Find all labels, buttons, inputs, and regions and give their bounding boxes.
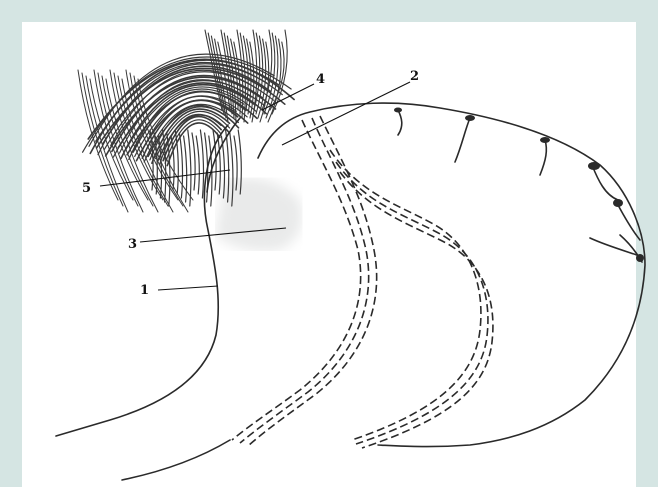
leader-1	[158, 286, 218, 290]
label-1: 1	[140, 283, 149, 298]
fiber-strand	[217, 133, 220, 194]
dashed-band-left	[232, 116, 377, 446]
vessel-nodes	[394, 108, 644, 263]
fiber-strand	[196, 136, 199, 194]
left-wall-line	[56, 125, 228, 436]
leader-2	[282, 82, 410, 145]
top-arc-line	[258, 103, 645, 447]
label-5: 5	[82, 181, 91, 196]
branch-2	[455, 118, 470, 162]
dashed-band-right	[330, 150, 493, 448]
branch-1	[398, 110, 402, 135]
fiber-strand	[184, 136, 187, 202]
fiber-strand	[192, 133, 195, 190]
label-2: 2	[410, 69, 419, 84]
fiber-strand	[179, 133, 182, 198]
bottom-inner-line	[122, 440, 230, 480]
branch-3	[540, 140, 546, 175]
fiber-strand	[200, 130, 203, 198]
label-4: 4	[316, 72, 325, 87]
label-3: 3	[128, 237, 137, 252]
